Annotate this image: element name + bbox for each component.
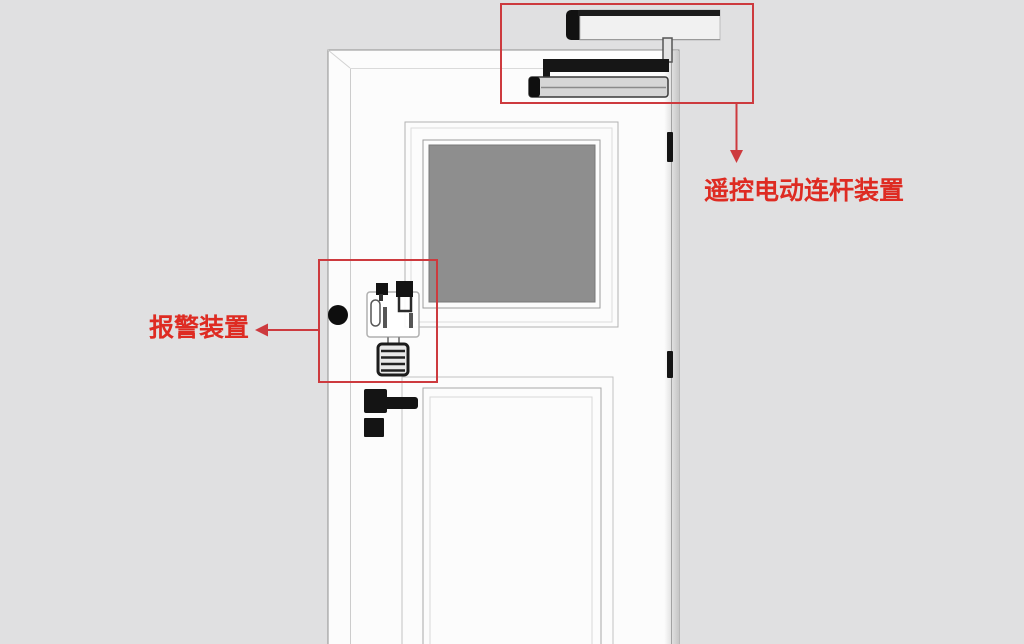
alarm-terminal-right: [396, 281, 413, 297]
label-alarm-device: 报警装置: [149, 314, 250, 342]
window-frame-outer: [404, 121, 619, 328]
annotation-box-alarm: [318, 259, 438, 383]
panel-frame-outer: [401, 376, 614, 644]
alarm-device: [366, 281, 420, 377]
annotations: [255, 3, 754, 383]
hinge-bottom: [667, 351, 673, 378]
alarm-bracket: [397, 297, 413, 313]
alarm-cylinder: [370, 299, 381, 327]
closer-pivot-link: [662, 37, 673, 63]
closer-lower-arm-cap: [529, 77, 540, 97]
closer-upper-arm: [543, 59, 669, 72]
door-window: [404, 121, 619, 328]
closer-arm-elbow: [543, 61, 550, 82]
peephole: [328, 305, 348, 325]
closer-body-top-strip: [578, 10, 720, 16]
door-window-glass: [428, 144, 596, 303]
arrow-down-icon: [730, 150, 743, 163]
window-frame-mid: [410, 127, 613, 323]
handle-lever: [376, 397, 418, 409]
door-lower-panel: [401, 376, 614, 644]
annotation-box-closer: [500, 3, 754, 104]
keyhole-plate: [364, 418, 384, 437]
hinge-top: [667, 132, 673, 162]
door-handle: [364, 389, 418, 413]
alarm-terminal-left: [376, 283, 388, 295]
door-closer-device: [528, 9, 721, 98]
door-corner-bevel: [327, 49, 351, 69]
window-frame-inner: [422, 139, 601, 309]
alarm-rod-right: [409, 313, 413, 328]
panel-frame-inner: [429, 396, 593, 644]
panel-frame-mid: [422, 387, 602, 644]
alarm-buzzer: [376, 342, 410, 377]
alarm-rod-left: [383, 307, 387, 328]
label-remote-linkage-device: 遥控电动连杆装置: [704, 177, 905, 205]
arrow-left-icon: [255, 323, 268, 337]
